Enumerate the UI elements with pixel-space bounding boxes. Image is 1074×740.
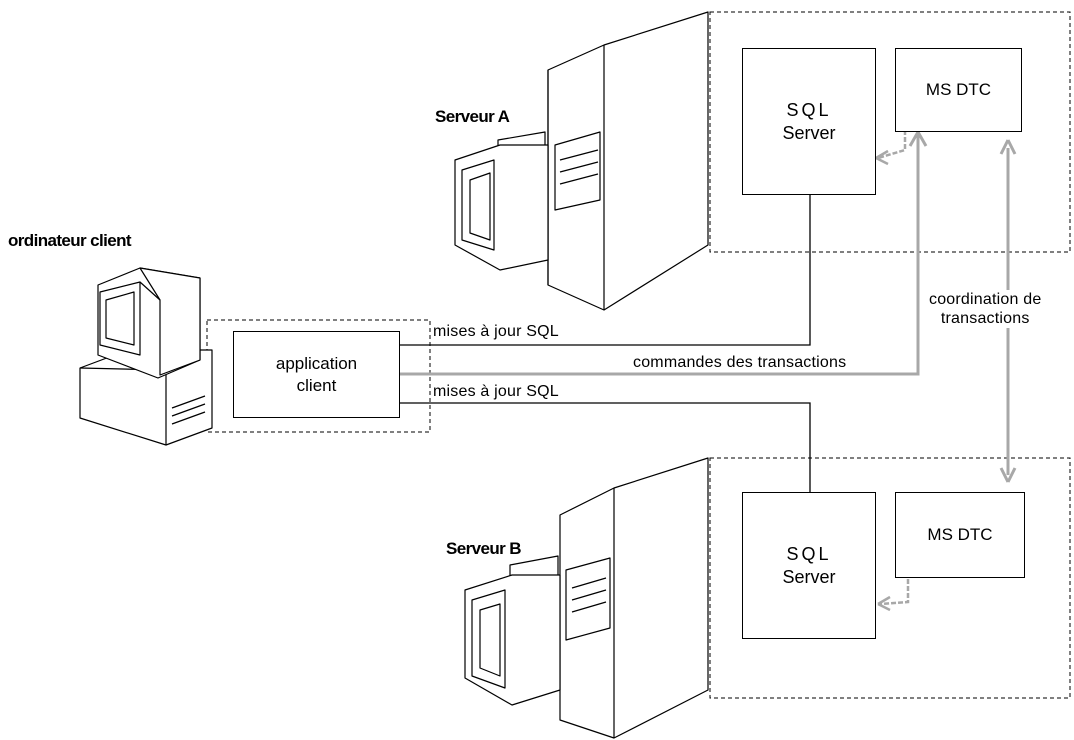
client-application-label-line1: application — [275, 354, 358, 374]
sql-updates-a-label: mises à jour SQL — [432, 323, 560, 340]
msdtc-b-box: MS DTC — [895, 492, 1025, 578]
sql-updates-b-label: mises à jour SQL — [432, 383, 560, 400]
sql-updates-connectors — [400, 168, 814, 520]
sql-server-b-label-line1: SQL — [786, 544, 832, 564]
dtc-a-to-sql-a — [877, 130, 907, 160]
server-b-icon — [464, 457, 709, 739]
msdtc-b-label: MS DTC — [927, 525, 993, 545]
coordination-label-line2: transactions — [940, 310, 1030, 328]
client-computer-label: ordinateur client — [8, 231, 132, 250]
sql-server-a-label-line2: Server — [782, 122, 836, 143]
msdtc-a-box: MS DTC — [895, 48, 1022, 132]
client-application-label-line2: client — [296, 375, 337, 395]
sql-server-a-box: SQL Server — [742, 48, 876, 195]
coordination-label-line1: coordination de — [929, 291, 1042, 308]
sql-server-a-label-line1: SQL — [786, 100, 832, 120]
server-b-label: Serveur B — [446, 539, 522, 558]
client-computer-icon — [79, 267, 213, 446]
server-b-boundary — [709, 457, 1071, 699]
client-application-box: application client — [233, 331, 400, 418]
dtc-b-to-sql-b — [879, 572, 910, 606]
server-a-boundary — [709, 11, 1071, 253]
server-a-icon — [454, 11, 709, 311]
transaction-commands-connector — [400, 125, 920, 376]
sql-update-b-connector — [400, 402, 814, 520]
server-a-label: Serveur A — [435, 107, 510, 126]
msdtc-a-label: MS DTC — [925, 80, 992, 100]
coordination-label: coordination de transactions — [928, 290, 1043, 329]
sql-update-a-connector — [400, 168, 814, 346]
sql-server-b-label-line2: Server — [782, 566, 836, 587]
sql-server-b-box: SQL Server — [742, 492, 876, 639]
transaction-commands-label: commandes des transactions — [632, 354, 848, 371]
